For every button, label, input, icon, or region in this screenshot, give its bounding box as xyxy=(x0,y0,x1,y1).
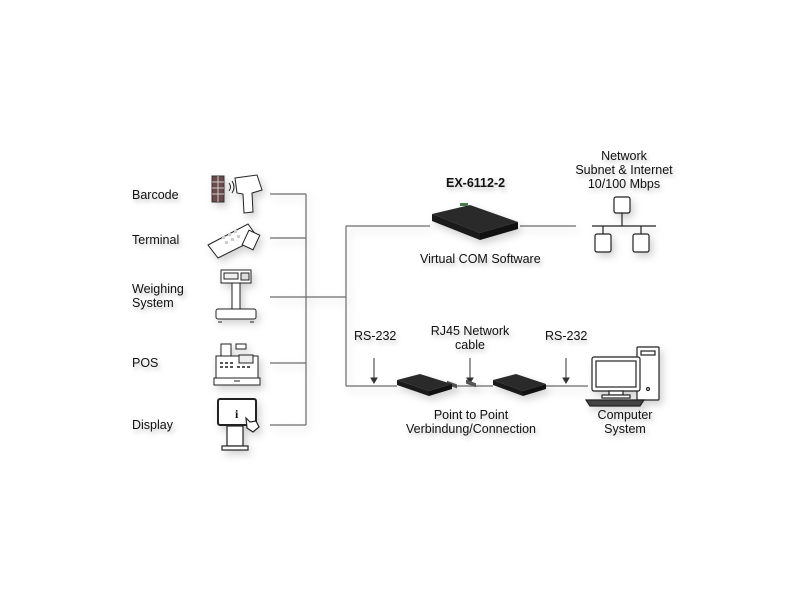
serial-device-server-icon xyxy=(432,203,518,389)
desktop-computer-icon xyxy=(584,346,660,407)
network-label-line3: 10/100 Mbps xyxy=(587,177,661,191)
device-label-pos: POS xyxy=(132,356,159,370)
arrow-rj45-icon xyxy=(466,358,474,384)
p2p-caption-line1: Point to Point xyxy=(433,408,509,422)
arrow-rs232-left-icon xyxy=(370,358,378,384)
device-label-display: Display xyxy=(132,418,173,432)
barcode-scanner-icon xyxy=(211,174,263,214)
arrow-rs232-right-icon xyxy=(562,358,570,384)
network-topology-icon xyxy=(592,196,656,253)
rj45-label-line2: cable xyxy=(455,338,485,352)
network-label-line2: Subnet & Internet xyxy=(575,163,673,177)
cash-register-icon xyxy=(213,343,261,386)
device-label-terminal: Terminal xyxy=(132,233,180,247)
svg-text:i: i xyxy=(235,407,239,421)
network-label: Network Subnet & Internet 10/100 Mbps xyxy=(566,149,682,191)
device-label-barcode: Barcode xyxy=(132,188,179,202)
p2p-caption-line2: Verbindung/Connection xyxy=(406,422,536,436)
payment-terminal-icon xyxy=(207,223,261,259)
server-model-label: EX-6112-2 xyxy=(446,176,506,190)
network-label-line1: Network xyxy=(601,149,647,163)
computer-label-line1: Computer xyxy=(597,408,653,422)
device-label-weighing: Weighing System xyxy=(132,282,184,310)
computer-label-line2: System xyxy=(604,422,646,436)
p2p-caption: Point to Point Verbindung/Connection xyxy=(398,408,544,436)
rj45-label: RJ45 Network cable xyxy=(424,324,516,352)
weighing-scale-icon xyxy=(215,269,257,323)
rs232-right-label: RS-232 xyxy=(545,329,588,343)
device-label-weighing-line1: Weighing xyxy=(132,282,184,296)
info-kiosk-icon: i xyxy=(217,398,260,451)
server-caption: Virtual COM Software xyxy=(420,252,541,266)
rs232-left-label: RS-232 xyxy=(354,329,397,343)
device-label-weighing-line2: System xyxy=(132,296,174,310)
p2p-extender-left-icon xyxy=(397,374,452,396)
rj45-label-line1: RJ45 Network xyxy=(430,324,510,338)
computer-label: Computer System xyxy=(590,408,660,436)
p2p-extender-right-icon xyxy=(493,374,546,396)
